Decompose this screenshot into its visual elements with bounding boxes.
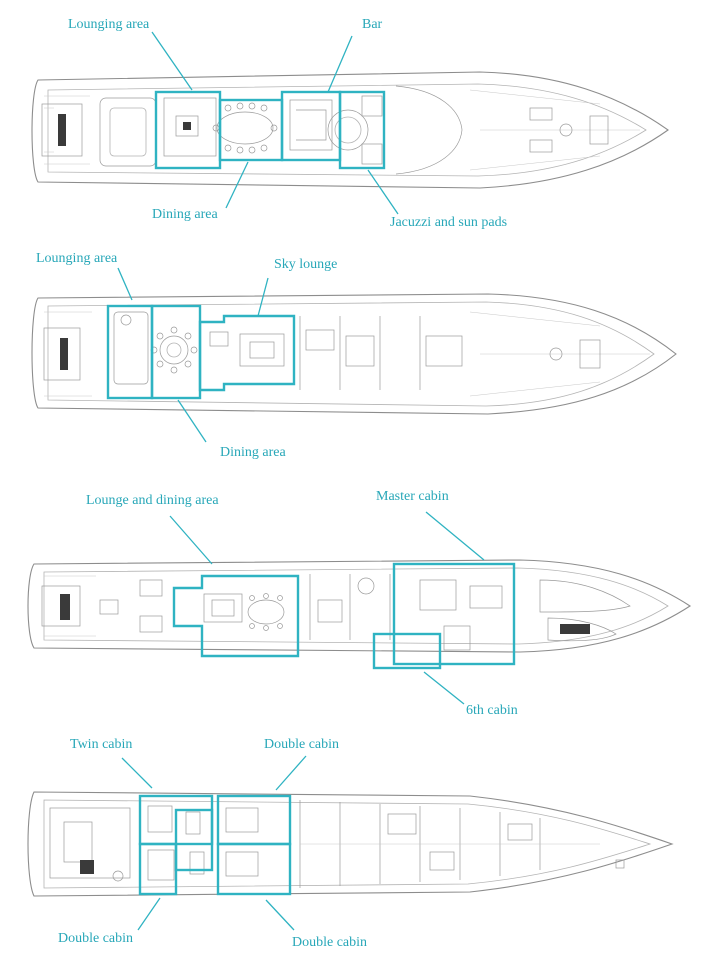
jacuzzi-sun-pads-label: Jacuzzi and sun pads bbox=[390, 215, 508, 230]
lounging-area-label: Lounging area bbox=[36, 251, 118, 266]
sixth-cabin-label: 6th cabin bbox=[466, 703, 518, 718]
double-cabin-label: Double cabin bbox=[58, 931, 134, 946]
double-cabin-label: Double cabin bbox=[264, 737, 340, 752]
lounging-area-label: Lounging area bbox=[68, 17, 150, 32]
sun-deck-plan bbox=[31, 31, 669, 215]
main-deck-plan bbox=[27, 511, 692, 705]
twin-cabin-label: Twin cabin bbox=[70, 737, 133, 752]
lounge-dining-area-label: Lounge and dining area bbox=[86, 493, 219, 508]
dining-area-label: Dining area bbox=[152, 207, 218, 222]
bridge-deck-plan bbox=[31, 267, 677, 443]
master-cabin-label: Master cabin bbox=[376, 489, 449, 504]
bar-label: Bar bbox=[362, 17, 383, 32]
double-cabin-label: Double cabin bbox=[292, 935, 368, 950]
sky-lounge-label: Sky lounge bbox=[274, 257, 338, 272]
lower-deck-plan bbox=[27, 755, 674, 931]
dining-area-label: Dining area bbox=[220, 445, 286, 460]
